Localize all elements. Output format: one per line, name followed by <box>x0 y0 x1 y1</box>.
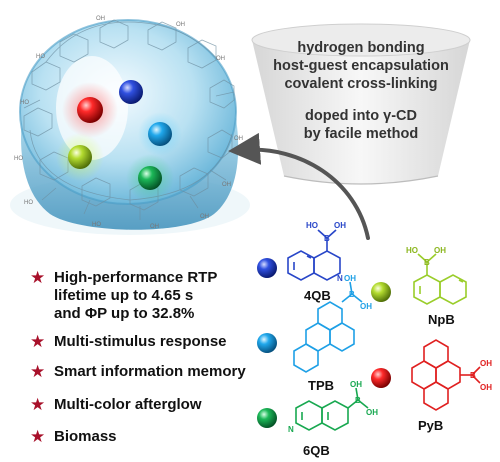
feature-memory: Smart information memory <box>54 363 246 380</box>
star-icon: ★ <box>30 427 45 446</box>
sugar-ring-mesh <box>23 19 235 220</box>
pyb-oh-bottom: OH <box>480 383 492 392</box>
method-funnel <box>251 23 471 185</box>
doping-line-1: doped into γ-CD <box>305 108 417 124</box>
svg-text:HO: HO <box>36 54 45 60</box>
svg-text:HO: HO <box>20 100 29 106</box>
svg-text:HO: HO <box>14 156 23 162</box>
4qb-oh: OH <box>334 221 346 230</box>
structure-pyb <box>411 339 481 411</box>
sphere-6qb <box>257 408 277 428</box>
6qb-oh-side: OH <box>366 408 378 417</box>
label-6qb: 6QB <box>303 443 330 458</box>
pyb-oh-top: OH <box>480 359 492 368</box>
tpb-boron: B <box>349 290 355 299</box>
npb-boron: B <box>424 258 430 267</box>
blue-guest-sphere <box>119 80 143 104</box>
feature-biomass: Biomass <box>54 428 117 445</box>
method-covalent-crosslinking: covalent cross-linking <box>284 76 437 92</box>
sphere-pyb <box>371 368 391 388</box>
feature-lifetime: lifetime up to 4.65 s <box>54 287 193 304</box>
svg-text:OH: OH <box>150 224 159 230</box>
6qb-oh-top: OH <box>350 380 362 389</box>
cyan-guest-sphere <box>148 122 172 146</box>
star-icon: ★ <box>30 362 45 381</box>
doping-line-2: by facile method <box>304 126 418 142</box>
sphere-tpb <box>257 333 277 353</box>
svg-text:OH: OH <box>176 22 185 28</box>
method-host-guest: host-guest encapsulation <box>273 58 449 74</box>
structure-npb <box>413 253 467 305</box>
green-guest-sphere <box>138 166 162 190</box>
feature-multi-stimulus: Multi-stimulus response <box>54 333 227 350</box>
label-tpb: TPB <box>308 378 334 393</box>
star-icon: ★ <box>30 268 45 287</box>
svg-text:OH: OH <box>216 56 225 62</box>
svg-text:OH: OH <box>200 214 209 220</box>
npb-ho: HO <box>406 246 418 255</box>
svg-text:HO: HO <box>92 222 101 228</box>
star-icon: ★ <box>30 395 45 414</box>
structure-tpb <box>293 281 363 373</box>
gamma-cd-capsule: HO HO OH OH OH HO HO HO OH OH OH OH <box>10 16 250 235</box>
label-pyb: PyB <box>418 418 443 433</box>
tpb-oh-side: OH <box>360 302 372 311</box>
npb-oh: OH <box>434 246 446 255</box>
tpb-oh-top: OH <box>344 274 356 283</box>
svg-text:HO: HO <box>24 200 33 206</box>
sphere-npb <box>371 282 391 302</box>
curved-arrow <box>228 132 370 240</box>
sphere-4qb <box>257 258 277 278</box>
4qb-nitrogen: N <box>337 274 343 283</box>
star-icon: ★ <box>30 332 45 351</box>
pyb-boron: B <box>470 371 476 380</box>
svg-text:OH: OH <box>234 136 243 142</box>
label-npb: NpB <box>428 312 455 327</box>
label-4qb: 4QB <box>304 288 331 303</box>
feature-list: ★ High-performance RTP lifetime up to 4.… <box>30 268 246 446</box>
method-hydrogen-bonding: hydrogen bonding <box>297 40 424 56</box>
red-guest-sphere <box>77 97 103 123</box>
svg-text:OH: OH <box>222 182 231 188</box>
structure-4qb <box>287 229 341 281</box>
feature-afterglow: Multi-color afterglow <box>54 396 202 413</box>
feature-rtp: High-performance RTP <box>54 269 217 286</box>
structure-6qb <box>295 387 369 431</box>
6qb-nitrogen: N <box>288 425 294 434</box>
4qb-boron: B <box>324 234 330 243</box>
feature-quantum-yield: and ΦP up to 32.8% <box>54 305 194 322</box>
6qb-boron: B <box>355 396 361 405</box>
4qb-ho: HO <box>306 221 318 230</box>
svg-text:OH: OH <box>96 16 105 22</box>
lime-guest-sphere <box>68 145 92 169</box>
